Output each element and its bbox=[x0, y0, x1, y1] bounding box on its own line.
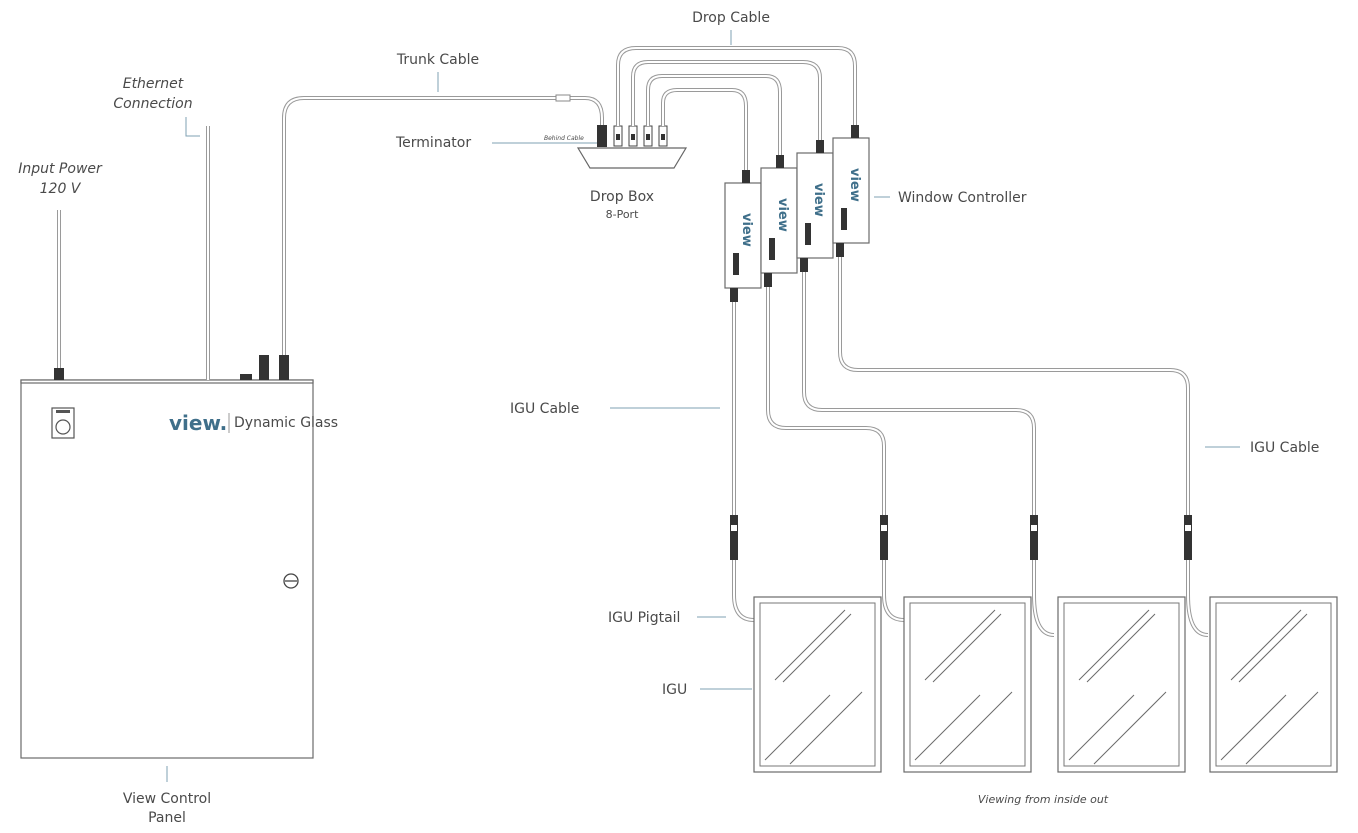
igu-cable-label-right: IGU Cable bbox=[1250, 440, 1319, 456]
svg-text:view: view bbox=[847, 168, 862, 202]
igu-pigtail-connectors bbox=[730, 515, 1192, 560]
drop-cables bbox=[616, 46, 857, 170]
input-power-label-line2: 120 V bbox=[40, 181, 82, 197]
panel-brand-logo: view. bbox=[169, 411, 227, 435]
control-panel-label-line2: Panel bbox=[148, 810, 186, 826]
behind-cable-note: Behind Cable bbox=[544, 135, 584, 142]
drop-box-label-line1: Drop Box bbox=[590, 189, 654, 205]
svg-text:view: view bbox=[775, 198, 790, 232]
terminator-label: Terminator bbox=[395, 135, 471, 151]
igu-1 bbox=[753, 596, 882, 773]
window-controller-1: view bbox=[724, 170, 762, 302]
controller-brand: view bbox=[739, 213, 754, 247]
svg-text:view: view bbox=[811, 183, 826, 217]
drop-cable-label: Drop Cable bbox=[692, 10, 770, 26]
trunk-cable bbox=[282, 96, 604, 355]
igu-4 bbox=[1209, 596, 1338, 773]
igu-cables bbox=[732, 257, 1209, 637]
drop-box bbox=[576, 125, 688, 169]
input-power-label-line1: Input Power bbox=[18, 161, 103, 177]
igu-label: IGU bbox=[662, 682, 687, 698]
window-controller-4: view bbox=[832, 125, 870, 257]
window-controller-2: view bbox=[760, 155, 798, 287]
control-panel-label-line1: View Control bbox=[123, 791, 211, 807]
trunk-cable-label: Trunk Cable bbox=[396, 52, 479, 68]
drop-box-label-line2: 8-Port bbox=[606, 208, 639, 221]
ethernet-label-line1: Ethernet bbox=[123, 76, 184, 92]
igu-3 bbox=[1057, 596, 1186, 773]
panel-brand-sub: Dynamic Glass bbox=[234, 415, 338, 431]
view-control-panel: view. Dynamic Glass bbox=[20, 355, 338, 759]
ethernet-label-line2: Connection bbox=[113, 96, 192, 112]
ethernet-leader bbox=[185, 117, 200, 137]
window-controller-3: view bbox=[796, 140, 834, 272]
viewing-note: Viewing from inside out bbox=[978, 793, 1109, 806]
igu-2 bbox=[903, 596, 1032, 773]
igu-pigtail-label: IGU Pigtail bbox=[608, 610, 680, 626]
control-panel-body bbox=[20, 379, 314, 759]
drop-box-body bbox=[576, 147, 688, 169]
igu-cable-label-left: IGU Cable bbox=[510, 401, 579, 417]
window-controller-label: Window Controller bbox=[898, 190, 1027, 206]
